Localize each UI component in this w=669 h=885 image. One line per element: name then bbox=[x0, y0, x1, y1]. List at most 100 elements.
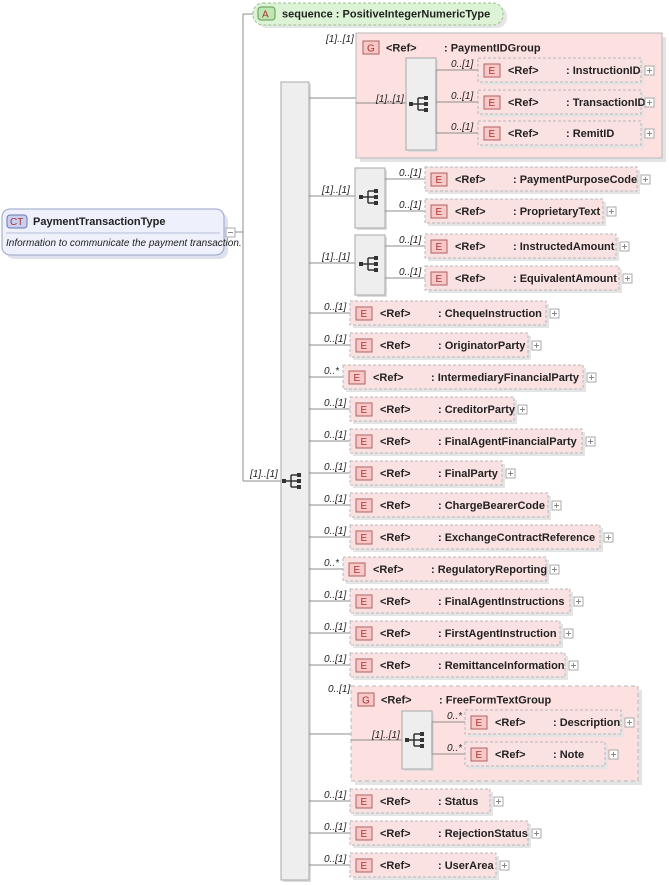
cardinality-label: 0..[1] bbox=[324, 526, 346, 537]
expand-icon[interactable] bbox=[619, 241, 630, 252]
expand-icon[interactable] bbox=[505, 468, 516, 479]
element-cheque-instruction[interactable]: E<Ref>: ChequeInstruction bbox=[349, 300, 549, 328]
element-final-agent-financial-party[interactable]: E<Ref>: FinalAgentFinancialParty bbox=[349, 428, 585, 456]
element-final-agent-instructions[interactable]: E<Ref>: FinalAgentInstructions bbox=[349, 588, 573, 616]
cardinality-label: 0..* bbox=[324, 366, 340, 377]
element-badge: E bbox=[436, 274, 443, 285]
expand-icon[interactable] bbox=[624, 717, 635, 728]
element-creditor-party[interactable]: E<Ref>: CreditorParty bbox=[349, 396, 517, 424]
element-icon bbox=[430, 239, 448, 254]
element-box bbox=[342, 556, 547, 582]
expand-icon[interactable] bbox=[585, 436, 596, 447]
element-rejection-status[interactable]: E<Ref>: RejectionStatus bbox=[349, 820, 531, 848]
cardinality-label: 0..[1] bbox=[451, 91, 473, 102]
element-instructed-amount[interactable]: E<Ref>: InstructedAmount bbox=[424, 233, 619, 261]
group-name: : FreeFormTextGroup bbox=[439, 695, 552, 707]
cardinality-label: 0..[1] bbox=[399, 200, 421, 211]
expand-icon[interactable] bbox=[644, 97, 655, 108]
element-user-area[interactable]: E<Ref>: UserArea bbox=[349, 852, 499, 880]
element-icon bbox=[355, 402, 373, 417]
element-intermediary-financial-party[interactable]: E<Ref>: IntermediaryFinancialParty bbox=[342, 364, 586, 392]
collapse-icon[interactable] bbox=[225, 227, 236, 238]
ref-label: <Ref> bbox=[455, 174, 486, 186]
expand-icon[interactable] bbox=[549, 308, 560, 319]
expand-icon[interactable] bbox=[603, 532, 614, 543]
element-note[interactable]: E<Ref>: Note bbox=[464, 741, 608, 769]
expand-icon[interactable] bbox=[568, 660, 579, 671]
element-proprietary-text[interactable]: E<Ref>: ProprietaryText bbox=[424, 198, 606, 226]
ref-label: <Ref> bbox=[373, 372, 404, 384]
expand-icon[interactable] bbox=[549, 564, 560, 575]
element-icon bbox=[355, 826, 373, 841]
element-badge: E bbox=[489, 66, 496, 77]
expand-icon[interactable] bbox=[622, 273, 633, 284]
element-icon bbox=[348, 562, 366, 577]
expand-icon[interactable] bbox=[531, 340, 542, 351]
cardinality-label: [1]..[1] bbox=[321, 185, 350, 196]
cardinality-label: [1]..[1] bbox=[375, 94, 404, 105]
expand-icon[interactable] bbox=[499, 860, 510, 871]
cardinality-label: 0..[1] bbox=[324, 334, 346, 345]
sequence-icon-node bbox=[420, 738, 424, 742]
element-description[interactable]: E<Ref>: Description bbox=[464, 709, 624, 737]
element-badge: E bbox=[361, 501, 368, 512]
expand-icon[interactable] bbox=[551, 500, 562, 511]
expand-icon[interactable] bbox=[644, 65, 655, 76]
element-badge: E bbox=[361, 629, 368, 640]
element-icon bbox=[355, 794, 373, 809]
element-remit-id[interactable]: E<Ref>: RemitID bbox=[477, 120, 644, 148]
cardinality-label: 0..[1] bbox=[324, 790, 346, 801]
expand-icon[interactable] bbox=[493, 796, 504, 807]
element-transaction-id[interactable]: E<Ref>: TransactionID bbox=[477, 89, 646, 117]
element-first-agent-instruction[interactable]: E<Ref>: FirstAgentInstruction bbox=[349, 620, 563, 648]
expand-icon[interactable] bbox=[563, 628, 574, 639]
element-charge-bearer-code[interactable]: E<Ref>: ChargeBearerCode bbox=[349, 492, 551, 520]
sequence-icon-root bbox=[282, 479, 286, 483]
cardinality-label: 0..[1] bbox=[324, 622, 346, 633]
element-box bbox=[464, 709, 622, 735]
element-icon bbox=[355, 338, 373, 353]
ref-label: <Ref> bbox=[380, 660, 411, 672]
expand-icon[interactable] bbox=[640, 174, 651, 185]
cardinality-label: [1]..[1] bbox=[321, 252, 350, 263]
element-status[interactable]: E<Ref>: Status bbox=[349, 788, 493, 816]
group-free-form-text-group[interactable]: G<Ref>: FreeFormTextGroup bbox=[357, 692, 552, 707]
sequence-compositor[interactable] bbox=[405, 57, 438, 152]
ref-label: <Ref> bbox=[508, 128, 539, 140]
element-box bbox=[464, 741, 606, 767]
expand-icon[interactable] bbox=[644, 128, 655, 139]
element-originator-party[interactable]: E<Ref>: OriginatorParty bbox=[349, 332, 531, 360]
sequence-icon-node bbox=[420, 732, 424, 736]
ref-label: <Ref> bbox=[386, 43, 417, 55]
group-payment-idgroup[interactable]: G<Ref>: PaymentIDGroup bbox=[362, 40, 541, 55]
element-payment-purpose-code[interactable]: E<Ref>: PaymentPurposeCode bbox=[424, 166, 640, 194]
element-remittance-information[interactable]: E<Ref>: RemittanceInformation bbox=[349, 652, 568, 680]
element-box bbox=[349, 300, 547, 326]
element-icon bbox=[483, 126, 501, 141]
expand-icon[interactable] bbox=[586, 372, 597, 383]
sequence-icon-node bbox=[420, 744, 424, 748]
sequence-compositor[interactable] bbox=[280, 81, 311, 882]
ref-label: <Ref> bbox=[380, 628, 411, 640]
element-name: : Status bbox=[438, 796, 478, 808]
element-badge: E bbox=[361, 861, 368, 872]
sequence-compositor[interactable] bbox=[401, 710, 434, 771]
ref-label: <Ref> bbox=[380, 532, 411, 544]
sequence-compositor[interactable] bbox=[354, 234, 387, 297]
element-regulatory-reporting[interactable]: E<Ref>: RegulatoryReporting bbox=[342, 556, 549, 584]
element-final-party[interactable]: E<Ref>: FinalParty bbox=[349, 460, 505, 488]
element-equivalent-amount[interactable]: E<Ref>: EquivalentAmount bbox=[424, 265, 622, 293]
expand-icon[interactable] bbox=[608, 749, 619, 760]
element-exchange-contract-reference[interactable]: E<Ref>: ExchangeContractReference bbox=[349, 524, 603, 552]
element-name: : TransactionID bbox=[566, 97, 646, 109]
sequence-compositor[interactable] bbox=[354, 167, 387, 230]
expand-icon[interactable] bbox=[606, 206, 617, 217]
expand-icon[interactable] bbox=[531, 828, 542, 839]
expand-icon[interactable] bbox=[573, 596, 584, 607]
ref-label: <Ref> bbox=[380, 828, 411, 840]
sequence-icon-root bbox=[409, 102, 413, 106]
element-instruction-id[interactable]: E<Ref>: InstructionID bbox=[477, 57, 644, 85]
expand-icon[interactable] bbox=[517, 404, 528, 415]
